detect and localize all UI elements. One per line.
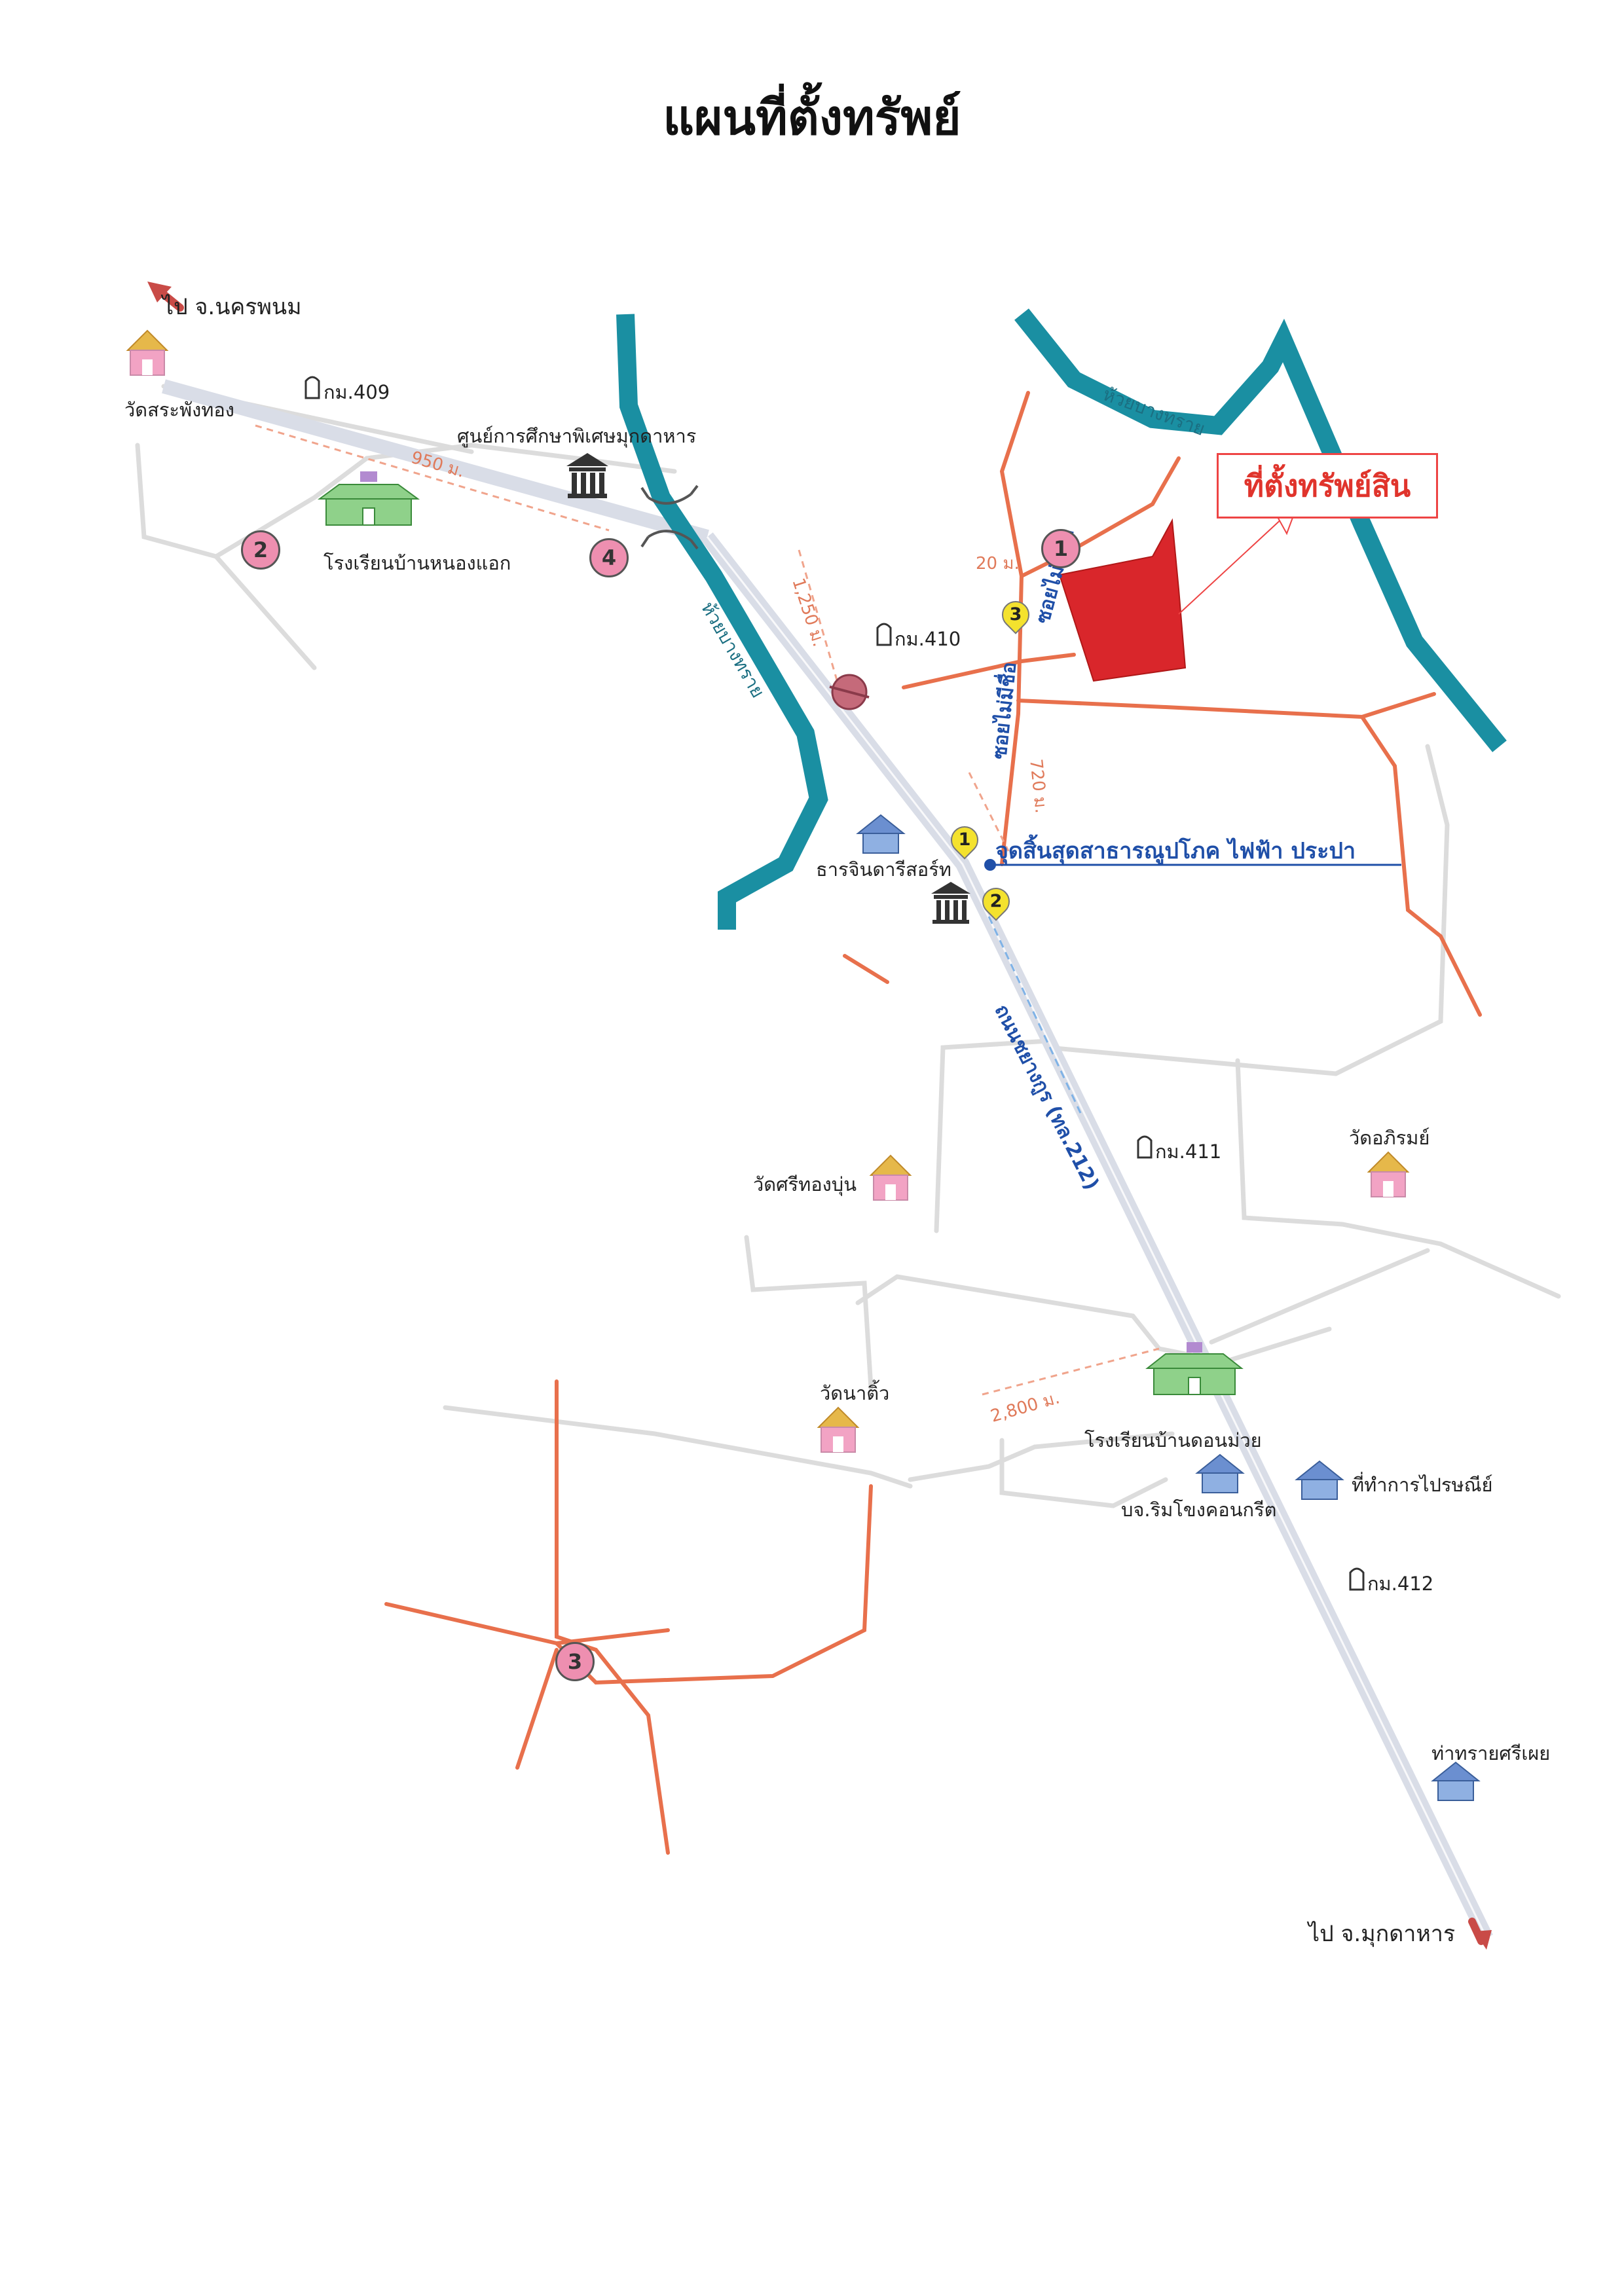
minor-roads <box>135 384 1561 1508</box>
landmark-wat-sa-phang-thong: วัดสระพังทอง <box>124 399 234 421</box>
km-marker-410: กม.410 <box>895 628 961 650</box>
direction-south: ไป จ.มุกดาหาร <box>1308 1921 1456 1947</box>
landmark-wat-si-thong-bun: วัดศรีทองบุ่น <box>753 1173 857 1195</box>
distance-20: 20 ม. <box>976 554 1020 574</box>
distance-lines <box>255 424 1160 1396</box>
km-marker-icon <box>1137 1135 1153 1159</box>
bridge-icon <box>640 484 699 550</box>
km-marker-412: กม.412 <box>1367 1573 1434 1595</box>
house-icon-tha-sai <box>1431 1761 1481 1801</box>
south-arrow-icon <box>1468 1918 1492 1950</box>
school-icon-nong-aek <box>317 471 420 526</box>
secondary-roads <box>384 391 1482 1855</box>
school-icon-don-muai <box>1145 1342 1244 1395</box>
landmark-wat-aphirom: วัดอภิรมย์ <box>1349 1127 1430 1149</box>
landmark-school-nong-aek: โรงเรียนบ้านหนองแอก <box>323 552 511 574</box>
callout-leader <box>1178 517 1284 615</box>
pin-3-label: 3 <box>1009 604 1022 625</box>
rivers <box>616 308 1507 917</box>
km-marker-409: กม.409 <box>323 381 390 403</box>
main-highway <box>701 532 1493 1941</box>
km-marker-411: กม.411 <box>1155 1140 1222 1163</box>
main-highway-north <box>162 379 709 544</box>
house-icon-concrete <box>1195 1453 1245 1493</box>
pin-2-label: 2 <box>989 891 1003 911</box>
temple-icon-si-thong-bun <box>869 1154 912 1201</box>
temple-icon-aphirom <box>1367 1151 1410 1197</box>
government-building-icon <box>566 453 608 498</box>
direction-north: ไป จ.นครพนม <box>162 294 302 320</box>
km-marker-icon <box>1349 1567 1365 1591</box>
house-icon-post-office <box>1295 1460 1344 1500</box>
temple-icon-na-tio <box>817 1406 860 1453</box>
utility-line <box>987 916 1082 1114</box>
landmark-resort: ธารจินดารีสอร์ท <box>816 858 951 881</box>
numbered-circle-3: 3 <box>555 1642 595 1681</box>
numbered-circle-2: 2 <box>241 530 280 570</box>
numbered-circle-4: 4 <box>589 538 629 577</box>
numbered-circle-1: 1 <box>1041 529 1080 568</box>
landmark-post-office: ที่ทำการไปรษณีย์ <box>1352 1474 1493 1496</box>
landmark-special-ed-center: ศูนย์การศึกษาพิเศษมุกดาหาร <box>457 425 697 447</box>
no-entry-icon <box>829 674 870 710</box>
page-title: แผนที่ตั้งทรัพย์ <box>663 90 961 146</box>
pin-1-label: 1 <box>958 829 971 850</box>
landmark-tha-sai-si-moei: ท่าทรายศรีเผย <box>1431 1742 1551 1764</box>
landmark-school-don-muai: โรงเรียนบ้านดอนม่วย <box>1084 1429 1262 1451</box>
utility-endpoint-label: จุดสิ้นสุดสาธารณูปโภค ไฟฟ้า ประปา <box>995 838 1356 864</box>
landmark-wat-na-tio: วัดนาติ้ว <box>820 1382 890 1404</box>
property-callout: ที่ตั้งทรัพย์สิน <box>1217 453 1438 519</box>
government-building-icon-resort <box>931 882 970 924</box>
temple-icon-sa-phang-thong <box>126 329 169 376</box>
landmark-concrete-company: บจ.ริมโขงคอนกรีต <box>1121 1499 1277 1521</box>
km-marker-icon <box>876 623 892 646</box>
km-marker-icon <box>304 376 320 399</box>
house-icon-resort <box>856 814 906 854</box>
property-parcel <box>1058 518 1187 682</box>
north-arrow-icon <box>147 282 184 312</box>
endpoint-dot <box>984 859 996 871</box>
